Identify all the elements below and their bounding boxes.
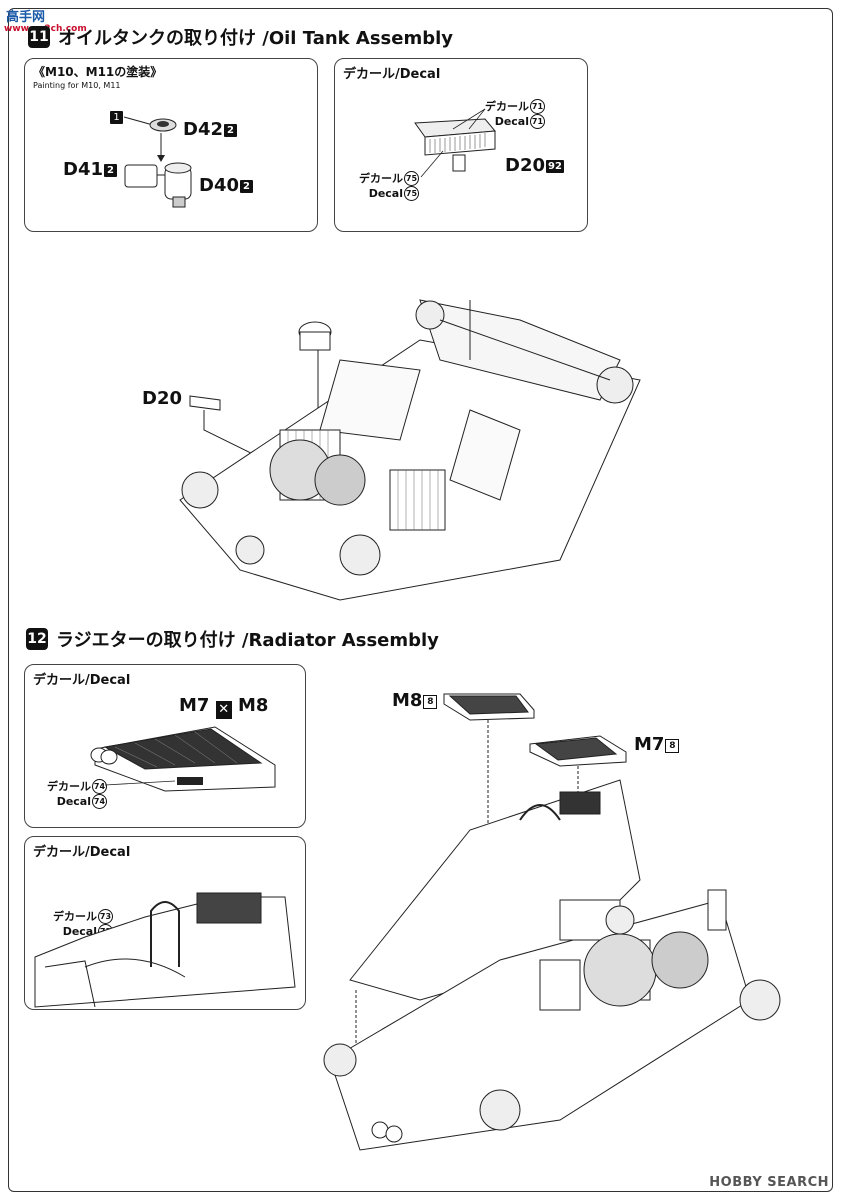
step-12-title: ラジエターの取り付け /Radiator Assembly [56,630,439,651]
decal-box-title-1: デカール/Decal [33,673,131,688]
decal-box-title-2: デカール/Decal [33,845,131,860]
paint-box-title: 《M10、M11の塗装》 [33,65,163,79]
oil-cooler-drawing [414,108,496,178]
paint-instruction-box: 《M10、M11の塗装》 Painting for M10, M11 1 D42… [24,58,318,232]
paint-box-subtitle: Painting for M10, M11 [33,81,121,90]
step-11-heading: 11 オイルタンクの取り付け /Oil Tank Assembly [28,24,453,50]
cockpit-rollbar-drawing [34,892,296,1008]
page-frame [8,8,833,1192]
decal-box-title: デカール/Decal [343,67,441,82]
oil-tank-parts-drawing [123,116,192,208]
watermark-logo-text: 高手网 [6,10,46,25]
part-d20-main: D20 [142,388,182,409]
radiator-sidepod-drawing [90,726,276,792]
m7-m8-label: M7 ✕ M8 [179,695,269,719]
mirror-x-icon: ✕ [215,701,232,719]
step-11-number: 11 [28,26,50,48]
color-ref-badge: 1 [110,111,123,124]
step-12-heading: 12 ラジエターの取り付け /Radiator Assembly [26,626,439,652]
step-11-title: オイルタンクの取り付け /Oil Tank Assembly [58,28,454,49]
hobbysearch-watermark: HOBBY SEARCH [709,1175,829,1190]
step-12-number: 12 [26,628,48,650]
